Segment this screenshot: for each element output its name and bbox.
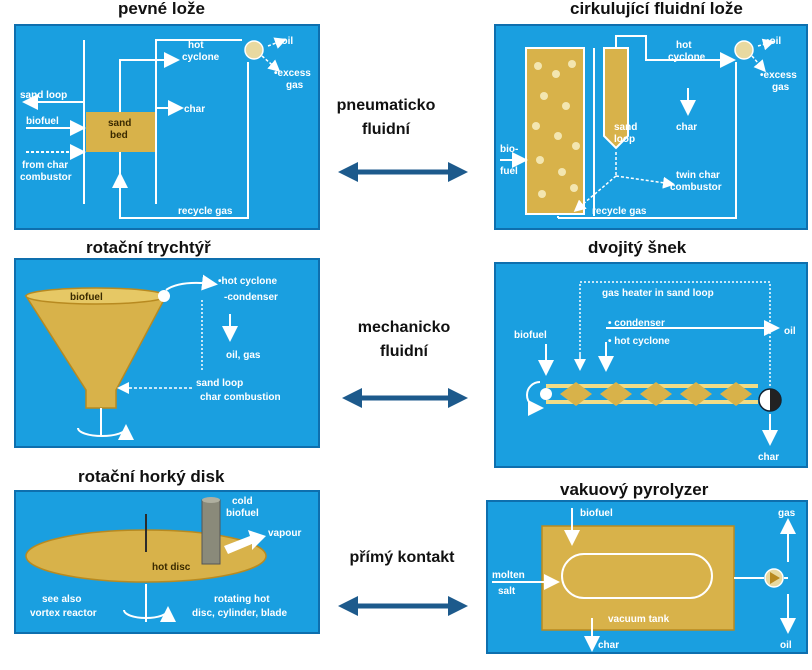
label-mechanical-line2: fluidní	[380, 343, 428, 360]
sand-bed	[86, 112, 156, 152]
vacuum-molten: molten	[492, 570, 525, 581]
fixed-sand-loop: sand loop	[20, 90, 67, 101]
vacuum-biofuel: biofuel	[580, 508, 613, 519]
panel-rotating-funnel: biofuel •hot cyclone -condenser oil, gas…	[14, 258, 320, 448]
vacuum-diagram: biofuel gas molten salt vacuum tank char…	[492, 508, 796, 652]
fixed-excess: •excess	[274, 68, 311, 79]
title-rotating-funnel: rotační trychtýř	[86, 238, 211, 257]
screw-gas-heater: gas heater in sand loop	[602, 288, 714, 299]
funnel-biofuel: biofuel	[70, 292, 103, 303]
label-direct-contact: přímý kontakt	[349, 549, 455, 566]
double-arrow-3	[338, 596, 468, 616]
disc-rotating-hot: rotating hot	[214, 594, 270, 605]
circ-sand: sand	[614, 122, 637, 133]
double-arrow-1	[338, 162, 468, 182]
disc-cylinder-blade: disc, cylinder, blade	[192, 608, 287, 619]
circ-recycle-gas: recycle gas	[592, 206, 647, 217]
circ-hot: hot	[676, 40, 692, 51]
title-twin-screw: dvojitý šnek	[588, 238, 687, 257]
funnel-char-combustion: char combustion	[200, 392, 281, 403]
disc-cold: cold	[232, 496, 253, 507]
circ-cyclone: cyclone	[668, 52, 706, 63]
fixed-combustor: combustor	[20, 172, 72, 183]
cyclone-icon	[244, 40, 264, 60]
funnel-shape	[24, 295, 168, 409]
circ-bio: bio-	[500, 144, 518, 155]
disc-biofuel: biofuel	[226, 508, 259, 519]
fixed-from-char: from char	[22, 160, 68, 171]
vacuum-salt: salt	[498, 586, 516, 597]
fixed-recycle-gas: recycle gas	[178, 206, 233, 217]
cyclone-icon-2	[734, 40, 754, 60]
funnel-sand-loop: sand loop	[196, 378, 243, 389]
disc-vortex: vortex reactor	[30, 608, 97, 619]
label-mechanical-line1: mechanicko	[357, 319, 451, 336]
double-arrow-2	[342, 388, 468, 408]
panel-fixed-bed: hot cyclone •oil •excess gas sand loop b…	[14, 24, 320, 230]
fixed-oil: •oil	[278, 36, 293, 47]
title-fixed-bed: pevné lože	[118, 0, 205, 18]
screw-hot-cyclone: • hot cyclone	[608, 336, 670, 347]
screws	[546, 382, 758, 406]
screw-condenser: • condenser	[608, 318, 665, 329]
disc-diagram: cold biofuel vapour hot disc see also vo…	[25, 496, 301, 623]
circ-char: char	[676, 122, 697, 133]
funnel-oil-gas: oil, gas	[226, 350, 261, 361]
panel-twin-screw: gas heater in sand loop biofuel • conden…	[494, 262, 808, 468]
disc-vapour: vapour	[268, 528, 301, 539]
vacuum-oil: oil	[780, 640, 792, 651]
vacuum-gas: gas	[778, 508, 796, 519]
fixed-gas: gas	[286, 80, 304, 91]
fixed-sand: sand	[108, 118, 131, 129]
circ-fuel: fuel	[500, 166, 518, 177]
circ-gas: gas	[772, 82, 790, 93]
fixed-cyclone: cyclone	[182, 52, 220, 63]
screw-biofuel: biofuel	[514, 330, 547, 341]
label-pneumatic-line2: fluidní	[362, 121, 410, 138]
title-circulating-bed: cirkulující fluidní lože	[570, 0, 743, 18]
title-vacuum: vakuový pyrolyzer	[560, 480, 709, 499]
fixed-hot: hot	[188, 40, 204, 51]
screw-char: char	[758, 452, 779, 463]
fixed-biofuel: biofuel	[26, 116, 59, 127]
circ-twin-char: twin char	[676, 170, 720, 181]
funnel-condenser: -condenser	[224, 292, 278, 303]
twin-screw-diagram: gas heater in sand loop biofuel • conden…	[514, 281, 796, 463]
circ-excess: •excess	[760, 70, 797, 81]
separator	[603, 47, 629, 150]
vacuum-loop	[561, 553, 713, 599]
funnel-diagram: biofuel •hot cyclone -condenser oil, gas…	[24, 274, 281, 441]
label-pneumatic: pneumaticko fluidní	[326, 94, 446, 142]
panel-vacuum: biofuel gas molten salt vacuum tank char…	[486, 500, 808, 654]
vacuum-tank-label: vacuum tank	[608, 614, 670, 625]
label-pneumatic-line1: pneumaticko	[336, 97, 436, 114]
circ-oil: •oil	[766, 36, 781, 47]
label-mechanical: mechanicko fluidní	[344, 316, 464, 364]
screw-oil: oil	[784, 326, 796, 337]
disc-see-also: see also	[42, 594, 81, 605]
panel-rotating-disc: cold biofuel vapour hot disc see also vo…	[14, 490, 320, 634]
circ-combustor: combustor	[670, 182, 722, 193]
biofuel-cylinder	[201, 499, 221, 565]
circulating-bed-diagram: hot cyclone •oil •excess gas bio- fuel c…	[500, 35, 797, 219]
circ-loop: loop	[614, 134, 635, 145]
fixed-char: char	[184, 104, 205, 115]
vacuum-char: char	[598, 640, 619, 651]
title-rotating-disc: rotační horký disk	[78, 467, 225, 486]
disc-hot-disc: hot disc	[152, 562, 191, 573]
panel-circulating-bed: hot cyclone •oil •excess gas bio- fuel c…	[494, 24, 808, 230]
fixed-bed: bed	[110, 130, 128, 141]
funnel-hot-cyclone: •hot cyclone	[218, 276, 278, 287]
fixed-bed-diagram: hot cyclone •oil •excess gas sand loop b…	[20, 36, 311, 219]
